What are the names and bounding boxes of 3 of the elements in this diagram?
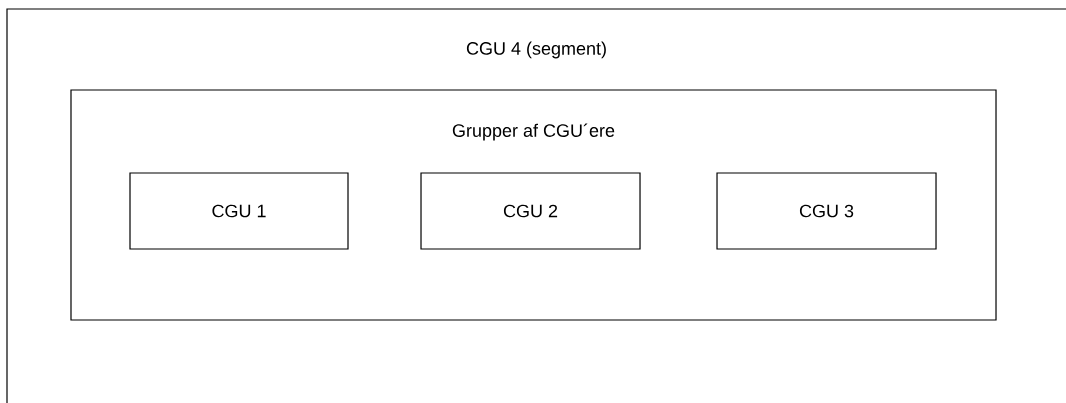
unit-box: CGU 3 bbox=[716, 172, 937, 250]
unit-box: CGU 2 bbox=[420, 172, 641, 250]
unit-box: CGU 1 bbox=[129, 172, 349, 250]
